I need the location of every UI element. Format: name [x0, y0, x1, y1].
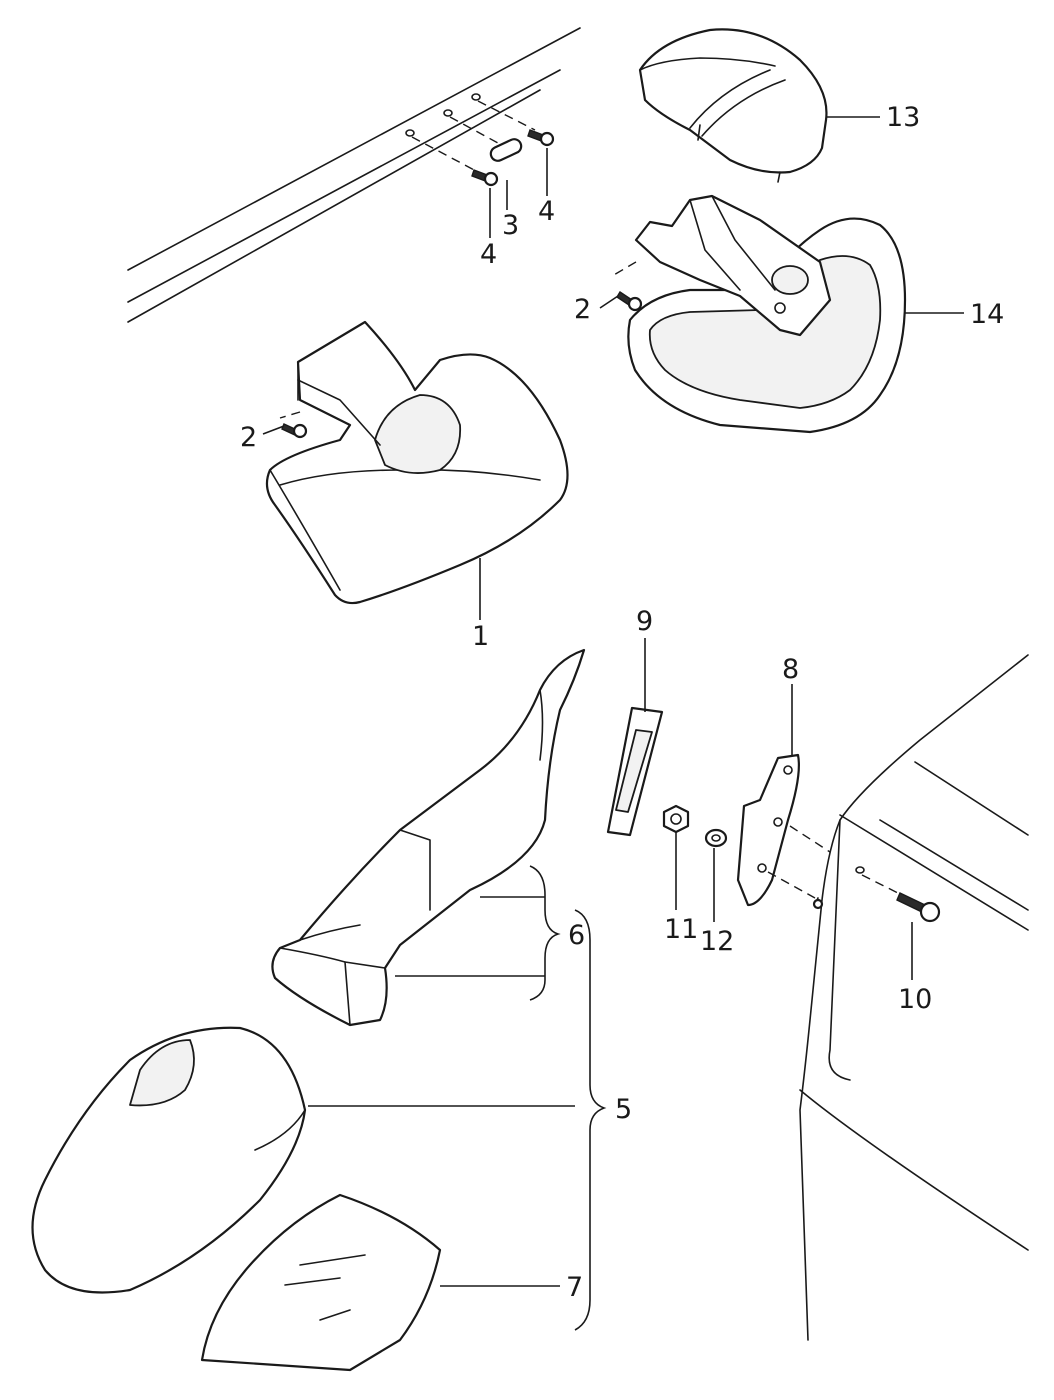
mirror-cap [31, 1026, 307, 1294]
plug-part-3 [489, 138, 523, 162]
callout-1: 1 [472, 621, 489, 652]
callout-7: 7 [566, 1272, 583, 1303]
callout-labels: 1 2 2 3 4 4 13 14 9 8 11 12 10 6 5 7 [240, 102, 1004, 1303]
mirror-glass-part-7 [200, 1193, 442, 1372]
callout-4-right: 4 [538, 196, 555, 227]
callout-4-left: 4 [480, 239, 497, 270]
screw-part-2b [281, 423, 308, 439]
door-panel [799, 654, 1029, 1341]
bracket-plate-part-8 [736, 753, 831, 907]
callout-12: 12 [700, 926, 734, 957]
mirror-arm-part-6 [271, 648, 586, 1027]
callout-6: 6 [568, 920, 585, 951]
callout-10: 10 [898, 984, 932, 1015]
screw-part-4a [471, 169, 499, 187]
callout-5: 5 [615, 1094, 632, 1125]
callout-11: 11 [664, 914, 698, 945]
callout-3: 3 [502, 210, 519, 241]
washer-part-12 [704, 828, 728, 848]
callout-2-upper: 2 [574, 294, 591, 325]
roof-edge-lines [127, 27, 581, 323]
callout-13: 13 [886, 102, 920, 133]
callout-9: 9 [636, 606, 653, 637]
interior-mirror-part-1 [265, 320, 569, 605]
leader-lines [262, 116, 964, 1331]
callout-2-lower: 2 [240, 422, 257, 453]
screw-part-4b [527, 129, 555, 147]
base-mount-part-14 [611, 194, 907, 434]
nut-part-11 [662, 804, 690, 834]
callout-14: 14 [970, 299, 1004, 330]
cover-part-13 [638, 28, 828, 183]
pad-part-9 [606, 706, 664, 837]
callout-8: 8 [782, 654, 799, 685]
screw-part-2a [616, 291, 643, 312]
bolt-part-10 [855, 866, 941, 923]
